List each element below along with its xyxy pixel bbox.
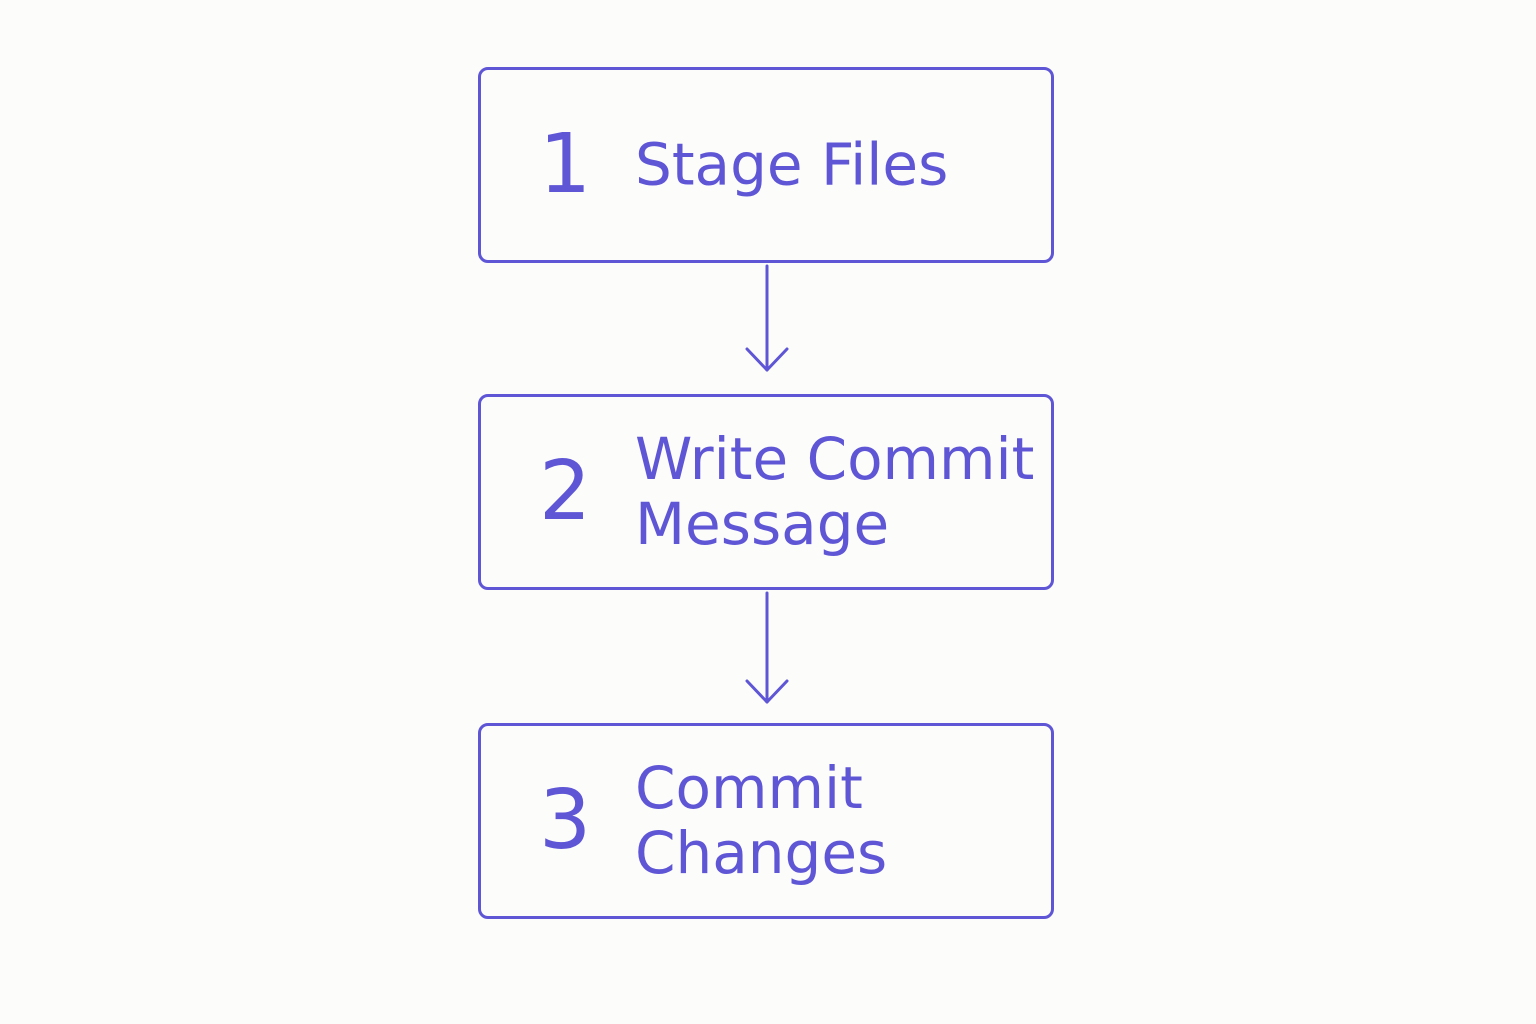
step-label-line: Stage Files xyxy=(635,130,949,199)
step-label-line: Commit xyxy=(635,754,863,823)
step-box-stage-files: 1 Stage Files xyxy=(478,67,1054,263)
step-number: 2 xyxy=(539,444,592,539)
step-number: 1 xyxy=(539,117,592,212)
step-box-write-commit-message: 2 Write Commit Message xyxy=(478,394,1054,590)
step-label-line: Changes xyxy=(635,819,888,887)
arrowhead-1-to-2-icon xyxy=(745,347,789,372)
step-label: Commit Changes xyxy=(635,756,887,886)
step-label-line: Write Commit xyxy=(635,425,1035,494)
step-box-commit-changes: 3 Commit Changes xyxy=(478,723,1054,919)
step-label-line: Message xyxy=(635,490,890,558)
step-label: Stage Files xyxy=(635,130,949,199)
step-label: Write Commit Message xyxy=(635,427,1034,557)
step-number: 3 xyxy=(539,773,592,868)
arrowhead-2-to-3-icon xyxy=(745,679,789,704)
